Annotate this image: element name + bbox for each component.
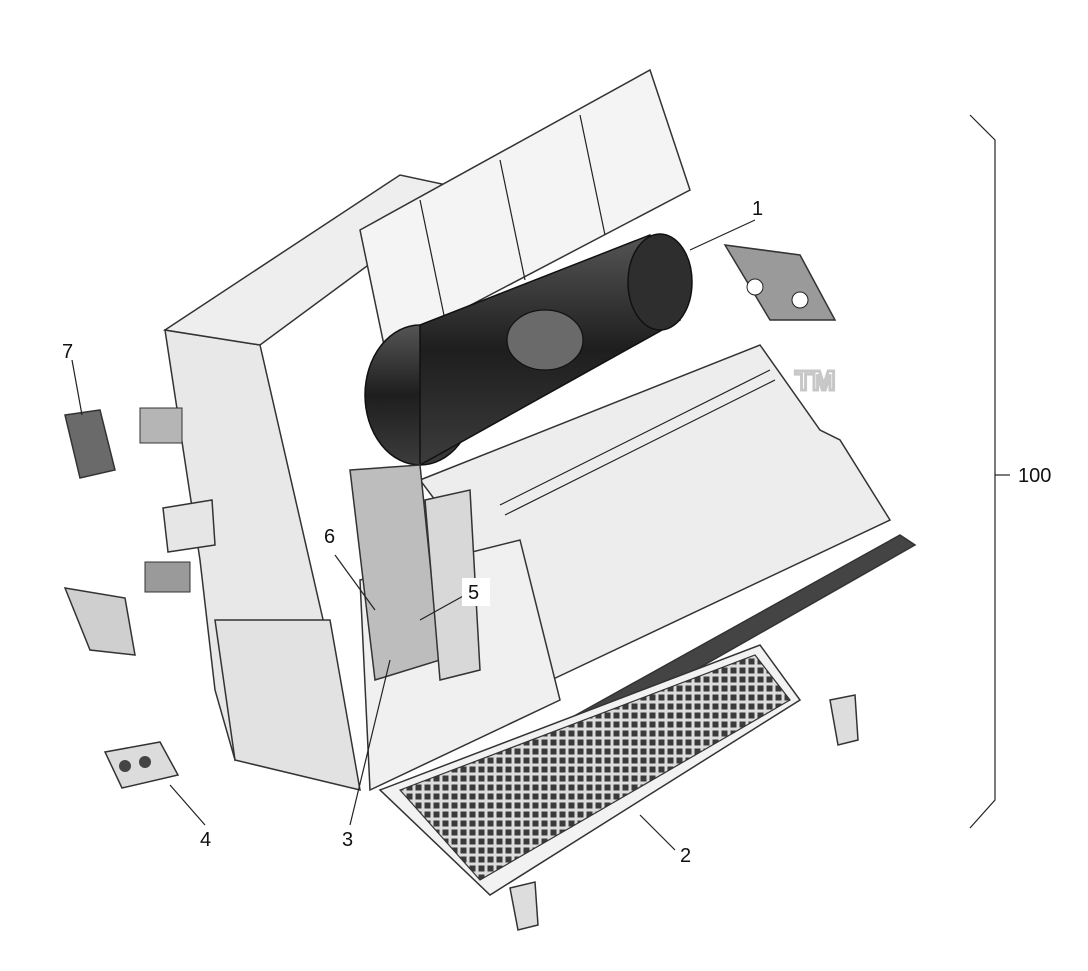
housing-lower-front <box>214 619 361 791</box>
mounting-bracket-right <box>723 244 837 321</box>
top-cover-panel <box>359 68 691 352</box>
callout-1: 1 <box>752 198 763 220</box>
leader-1 <box>689 219 756 251</box>
bracket-hole <box>746 278 764 296</box>
leader-2 <box>639 814 676 851</box>
assembly-bracket-100 <box>969 114 996 829</box>
rail <box>499 369 771 506</box>
expansion-valve <box>103 741 180 789</box>
left-bracket <box>162 499 216 553</box>
callout-6-box <box>318 522 348 550</box>
left-gasket-plate <box>63 587 136 656</box>
leader-3 <box>349 659 391 826</box>
leader-4 <box>169 784 206 826</box>
watermark-text: TM <box>795 365 835 396</box>
callout-100: 100 <box>1018 465 1051 487</box>
leader-6 <box>334 554 376 611</box>
callout-3: 3 <box>342 829 353 851</box>
clip-right <box>829 694 859 746</box>
rail <box>504 379 776 516</box>
callout-4: 4 <box>200 829 211 851</box>
cover-rib <box>419 199 446 321</box>
callout-2: 2 <box>680 845 691 867</box>
clip-bottom <box>509 881 539 931</box>
leader-5 <box>419 594 466 621</box>
bracket-hole <box>791 291 809 309</box>
left-label-plate <box>144 561 191 593</box>
cover-rib <box>499 159 526 281</box>
callout-7: 7 <box>62 341 73 363</box>
leader-7 <box>71 359 83 416</box>
callout-5: 5 <box>468 582 479 604</box>
relay-box <box>64 409 116 479</box>
left-filter-plate <box>139 407 183 444</box>
cover-rib <box>579 114 606 236</box>
callout-6: 6 <box>324 526 335 548</box>
callout-5-box <box>462 578 490 606</box>
heater-core-fins <box>424 489 481 681</box>
filter-grille <box>398 654 791 881</box>
blower-assembly <box>364 233 693 467</box>
